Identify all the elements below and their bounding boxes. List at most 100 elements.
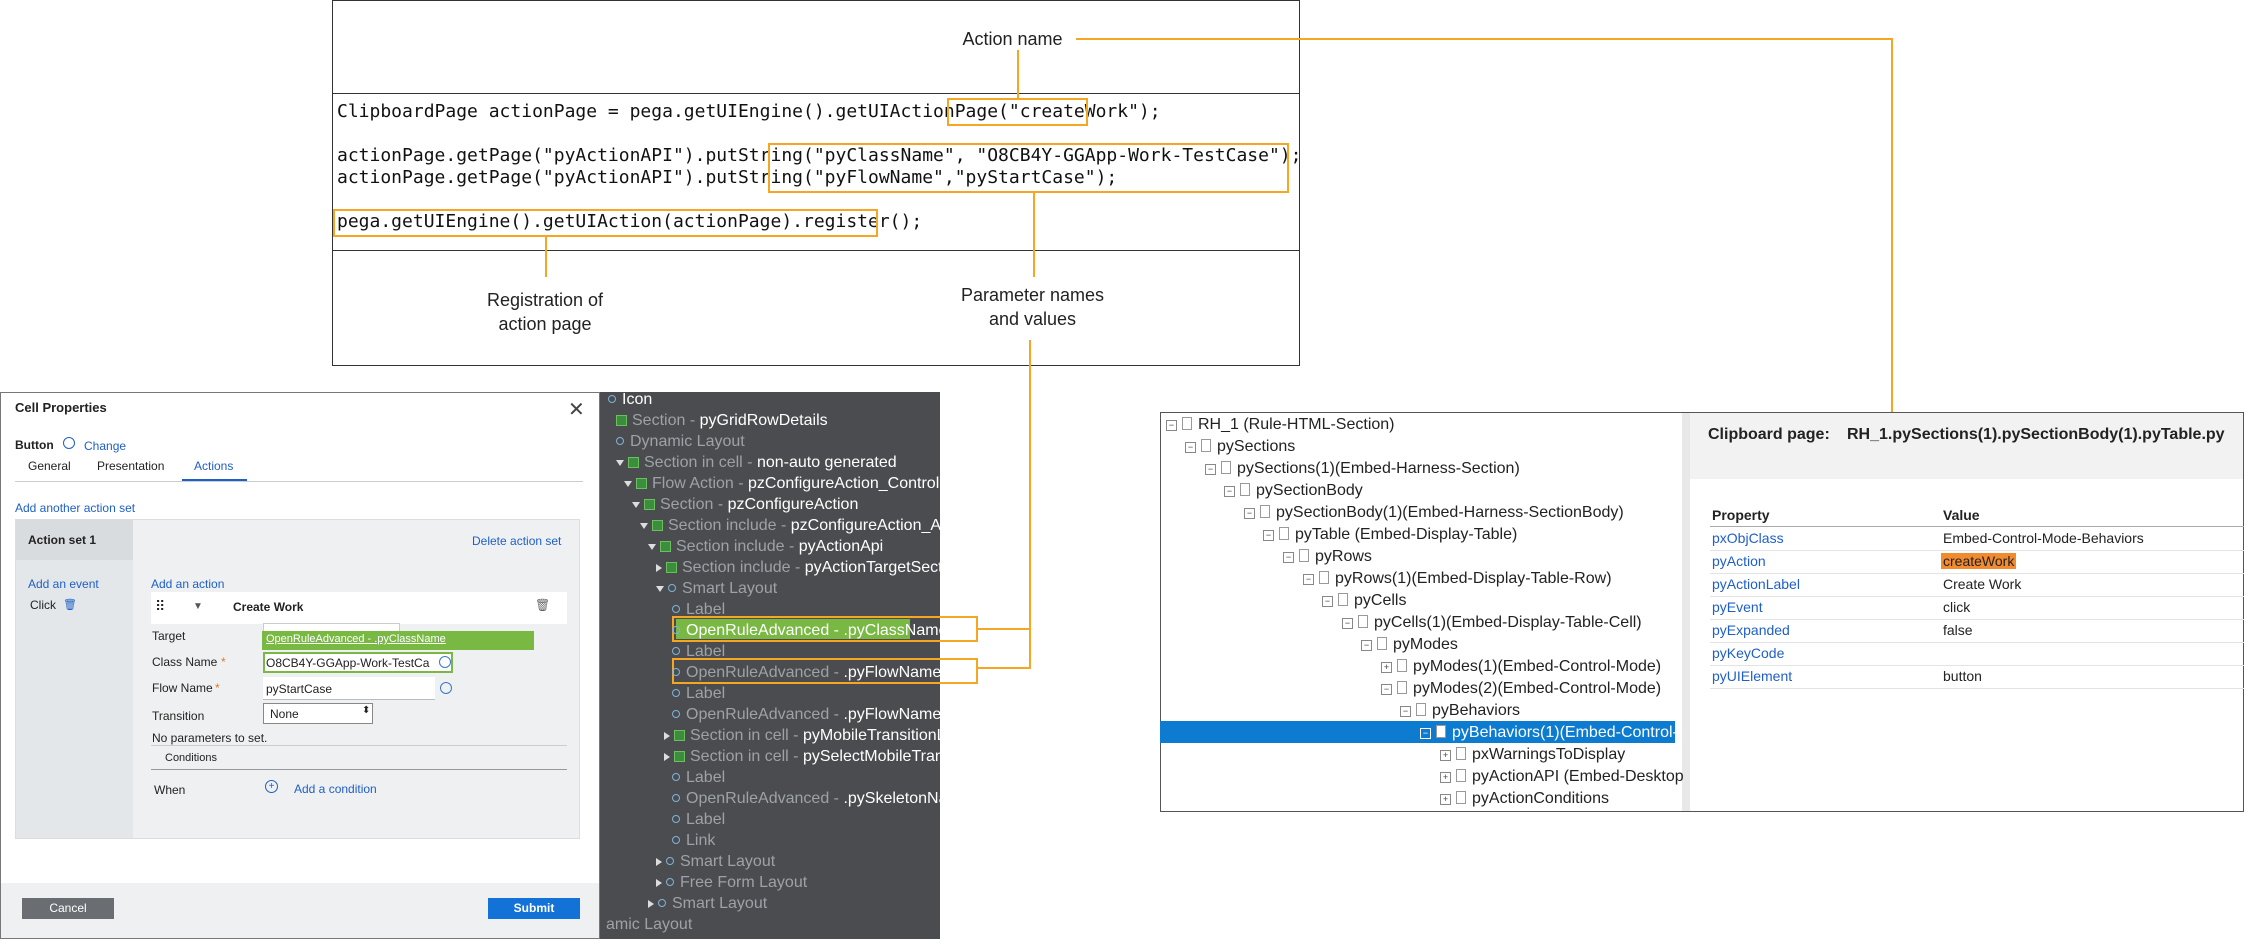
collapse-icon[interactable]: − [1185, 442, 1196, 453]
property-name[interactable]: pxObjClass [1712, 530, 1784, 546]
clipboard-tree-node[interactable]: +pyModes(1)(Embed-Control-Mode) [1381, 656, 1661, 678]
tree-node[interactable]: OpenRuleAdvanced - .pyFlowName [672, 663, 941, 683]
tree-node[interactable]: Label [672, 684, 725, 704]
expand-icon[interactable]: + [1381, 662, 1392, 673]
gear-icon[interactable] [440, 682, 452, 694]
event-click[interactable]: Click [30, 598, 56, 612]
clipboard-tree-node[interactable]: −pyRows [1283, 546, 1372, 568]
tree-node[interactable]: Icon [608, 390, 652, 410]
property-name[interactable]: pyAction [1712, 553, 1766, 569]
tree-node[interactable]: Smart Layout [656, 852, 775, 872]
collapse-icon[interactable]: − [1420, 728, 1431, 739]
tree-node[interactable]: Section - pzConfigureAction [632, 495, 858, 515]
expand-icon[interactable] [656, 879, 662, 887]
tree-node[interactable]: Label [672, 810, 725, 830]
expand-icon[interactable] [656, 858, 662, 866]
clipboard-tree-node[interactable]: −pySections(1)(Embed-Harness-Section) [1205, 458, 1520, 480]
gear-icon[interactable] [63, 437, 75, 449]
collapse-icon[interactable]: − [1361, 640, 1372, 651]
chevron-down-icon[interactable]: ▼ [193, 601, 203, 612]
property-name[interactable]: pyExpanded [1712, 622, 1790, 638]
flow-name-field[interactable] [263, 677, 435, 700]
tab-general[interactable]: General [28, 459, 71, 473]
collapse-icon[interactable]: − [1283, 552, 1294, 563]
tree-node[interactable]: amic Layout [606, 915, 692, 935]
add-condition-link[interactable]: Add a condition [294, 782, 377, 796]
tree-node[interactable]: OpenRuleAdvanced - .pyClassName [672, 621, 947, 641]
transition-select[interactable] [263, 703, 373, 724]
property-name[interactable]: pyKeyCode [1712, 645, 1785, 661]
collapse-icon[interactable]: − [1166, 420, 1177, 431]
tree-node[interactable]: Section include - pyActionApi [648, 537, 883, 557]
collapse-icon[interactable]: − [1263, 530, 1274, 541]
clipboard-tree-node[interactable]: −pyBehaviors [1400, 700, 1520, 722]
tree-node[interactable]: Section in cell - pyMobileTransitionLabe… [664, 726, 976, 746]
add-event-link[interactable]: Add an event [28, 577, 99, 591]
tree-node[interactable]: Smart Layout [648, 894, 767, 914]
tree-node[interactable]: OpenRuleAdvanced - .pyFlowName [672, 705, 941, 725]
tree-node[interactable]: Label [672, 768, 725, 788]
clipboard-tree-node[interactable]: −pyBehaviors(1)(Embed-Control- [1420, 722, 1678, 744]
tree-node[interactable]: Section in cell - non-auto generated [616, 453, 897, 473]
expand-icon[interactable] [648, 544, 656, 550]
clipboard-tree-node[interactable]: −pyTable (Embed-Display-Table) [1263, 524, 1517, 546]
trash-icon[interactable]: 🗑 [535, 598, 551, 612]
expand-icon[interactable] [648, 900, 654, 908]
expand-icon[interactable] [656, 564, 662, 572]
expand-icon[interactable]: + [1440, 772, 1451, 783]
property-name[interactable]: pyActionLabel [1712, 576, 1800, 592]
expand-icon[interactable] [616, 460, 624, 466]
clipboard-tree-node[interactable]: −pySections [1185, 436, 1295, 458]
tree-node[interactable]: Link [672, 831, 715, 851]
tree-node[interactable]: Section include - pyActionTargetSection [656, 558, 964, 578]
expand-icon[interactable] [656, 586, 664, 592]
collapse-icon[interactable]: − [1322, 596, 1333, 607]
tree-node[interactable]: Section include - pzConfigureAction_Acti… [640, 516, 999, 536]
drag-handle-icon[interactable]: ⠿ [155, 598, 166, 614]
clipboard-tree-node[interactable]: −pyModes(2)(Embed-Control-Mode) [1381, 678, 1661, 700]
clipboard-tree-node[interactable]: −pySectionBody [1224, 480, 1363, 502]
property-name[interactable]: pyEvent [1712, 599, 1763, 615]
add-action-link[interactable]: Add an action [151, 577, 225, 591]
collapse-icon[interactable]: − [1342, 618, 1353, 629]
tree-node[interactable]: Dynamic Layout [616, 432, 745, 452]
property-name[interactable]: pyUIElement [1712, 668, 1793, 684]
expand-icon[interactable] [624, 481, 632, 487]
tree-node[interactable]: Label [672, 600, 725, 620]
add-icon[interactable]: + [265, 780, 278, 793]
clipboard-tree-node[interactable]: +pxWarningsToDisplay [1440, 744, 1625, 766]
cancel-button[interactable]: Cancel [22, 898, 114, 919]
collapse-icon[interactable]: − [1224, 486, 1235, 497]
collapse-icon[interactable]: − [1381, 684, 1392, 695]
add-action-set-link[interactable]: Add another action set [15, 501, 136, 515]
expand-icon[interactable] [640, 523, 648, 529]
close-icon[interactable]: ✕ [568, 399, 585, 421]
class-name-field[interactable] [263, 652, 453, 673]
clipboard-tree-node[interactable]: −pyCells(1)(Embed-Display-Table-Cell) [1342, 612, 1642, 634]
submit-button[interactable]: Submit [488, 898, 580, 919]
collapse-icon[interactable]: − [1400, 706, 1411, 717]
tree-node[interactable]: Section in cell - pySelectMobileTransiti… [664, 747, 1016, 767]
clipboard-tree-node[interactable]: −RH_1 (Rule-HTML-Section) [1166, 414, 1395, 436]
trash-icon[interactable]: 🗑 [63, 599, 77, 611]
tab-actions[interactable]: Actions [194, 459, 234, 473]
tree-node[interactable]: Flow Action - pzConfigureAction_ControlP… [624, 474, 981, 494]
clipboard-tree-node[interactable]: −pySectionBody(1)(Embed-Harness-SectionB… [1244, 502, 1624, 524]
clipboard-tree-node[interactable]: −pyRows(1)(Embed-Display-Table-Row) [1303, 568, 1612, 590]
collapse-icon[interactable]: − [1244, 508, 1255, 519]
expand-icon[interactable] [664, 732, 670, 740]
tree-node[interactable]: OpenRuleAdvanced - .pySkeletonName [672, 789, 970, 809]
expand-icon[interactable]: + [1440, 794, 1451, 805]
expand-icon[interactable]: + [1440, 750, 1451, 761]
change-link[interactable]: Change [84, 439, 127, 453]
clipboard-tree-node[interactable]: −pyCells [1322, 590, 1406, 612]
class-name-hint[interactable]: OpenRuleAdvanced - .pyClassName [266, 633, 446, 645]
clipboard-tree-node[interactable]: −pyModes [1361, 634, 1458, 656]
tab-presentation[interactable]: Presentation [97, 459, 165, 473]
delete-action-set-link[interactable]: Delete action set [472, 534, 562, 548]
clipboard-tree-node[interactable]: +pyActionAPI (Embed-Desktop [1440, 766, 1684, 788]
splitter[interactable] [1682, 413, 1690, 811]
tree-node[interactable]: Smart Layout [656, 579, 777, 599]
clipboard-tree-node[interactable]: +pyActionConditions [1440, 788, 1609, 810]
collapse-icon[interactable]: − [1303, 574, 1314, 585]
